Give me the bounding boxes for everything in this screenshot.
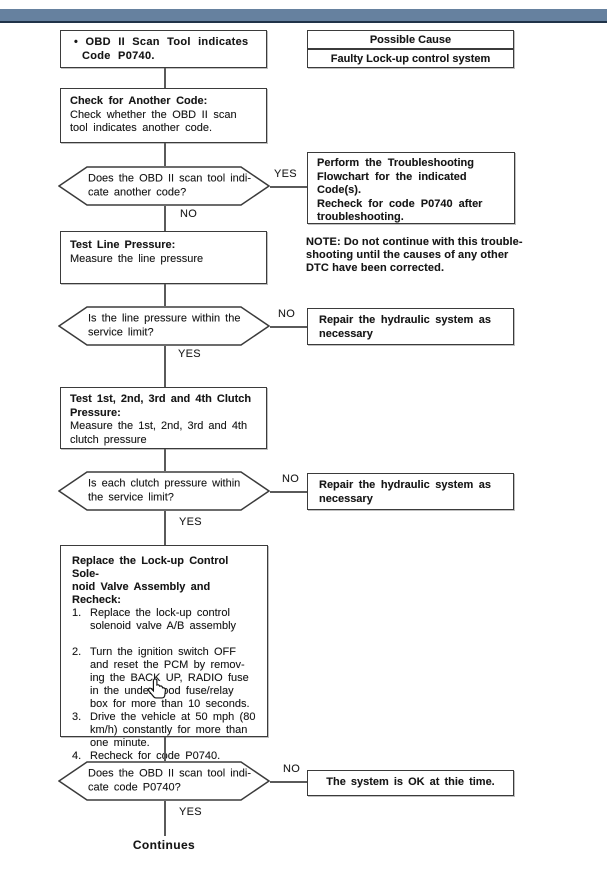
- yes-label: YES: [179, 516, 202, 528]
- decision-line-pressure-text: Is the line pressure within the service …: [88, 312, 241, 339]
- hexagon-shape: [58, 166, 270, 206]
- connector-line: [164, 346, 166, 387]
- clutch-box-body: Measure the 1st, 2nd, 3rd and 4th clutch…: [70, 420, 248, 446]
- check-box-body: Check whether the OBD II scan tool indic…: [70, 108, 237, 135]
- hexagon-shape: [58, 306, 270, 346]
- list-item-number: 2.: [72, 646, 82, 658]
- check-another-code-box: Check for Another Code: Check whether th…: [60, 88, 267, 143]
- test-line-pressure-box: Test Line Pressure: Measure the line pre…: [60, 231, 267, 284]
- start-box-obd-code: • OBD II Scan Tool indicates Code P0740.: [60, 30, 267, 68]
- connector-line: [164, 801, 166, 836]
- replace-solenoid-box: Replace the Lock-up Control Sole- noid V…: [60, 545, 268, 762]
- connector-line: [164, 737, 166, 761]
- hexagon-shape: [58, 471, 270, 511]
- system-ok-box: The system is OK at thie time.: [307, 770, 514, 796]
- list-item-text: Recheck for code P0740.: [90, 750, 221, 762]
- no-label: NO: [283, 763, 301, 775]
- connector-line: [270, 491, 307, 493]
- connector-line: [164, 68, 166, 88]
- yes-label: YES: [179, 806, 202, 818]
- possible-cause-value: Faulty Lock-up control system: [307, 49, 514, 68]
- line-pressure-body: Measure the line pressure: [70, 252, 204, 265]
- check-box-title: Check for Another Code:: [70, 95, 208, 107]
- possible-cause-header: Possible Cause: [307, 30, 514, 49]
- list-item: 1. Replace the lock-up control solenoid …: [72, 607, 259, 633]
- replace-box-title: Replace the Lock-up Control Sole- noid V…: [72, 555, 229, 606]
- start-box-line2: Code P0740.: [82, 49, 155, 62]
- repair-hydraulic-box-1: Repair the hydraulic system as necessary: [307, 308, 514, 345]
- decision-clutch-pressure: Is each clutch pressure within the servi…: [58, 471, 270, 511]
- no-label: NO: [180, 208, 198, 220]
- note-text: NOTE: Do not continue with this trouble-…: [306, 236, 523, 274]
- decision-code-p0740: Does the OBD II scan tool indi- cate cod…: [58, 761, 270, 801]
- list-item: 3. Drive the vehicle at 50 mph (80 km/h)…: [72, 711, 259, 750]
- list-item-text: Replace the lock-up control solenoid val…: [90, 607, 237, 632]
- list-item-number: 3.: [72, 711, 82, 723]
- decision-line-pressure: Is the line pressure within the service …: [58, 306, 270, 346]
- connector-line: [164, 449, 166, 471]
- yes-label: YES: [178, 348, 201, 360]
- connector-line: [270, 186, 307, 188]
- list-item-number: 4.: [72, 750, 82, 762]
- list-item-number: 1.: [72, 607, 82, 619]
- start-box-line1: • OBD II Scan Tool indicates: [74, 36, 249, 48]
- continues-label: Continues: [132, 838, 196, 852]
- page-header-bar: [0, 9, 607, 23]
- list-item: 2. Turn the ignition switch OFF and rese…: [72, 646, 259, 711]
- list-item-text: Drive the vehicle at 50 mph (80 km/h) co…: [90, 711, 256, 749]
- yes-label: YES: [274, 168, 297, 180]
- hexagon-shape: [58, 761, 270, 801]
- decision-another-code-text: Does the OBD II scan tool indi- cate ano…: [88, 172, 252, 199]
- connector-line: [164, 143, 166, 166]
- connector-line: [164, 206, 166, 231]
- list-item-text: Turn the ignition switch OFF and reset t…: [90, 646, 250, 710]
- decision-clutch-pressure-text: Is each clutch pressure within the servi…: [88, 477, 241, 504]
- perform-troubleshooting-box: Perform the Troubleshooting Flowchart fo…: [307, 152, 515, 224]
- test-clutch-pressure-box: Test 1st, 2nd, 3rd and 4th Clutch Pressu…: [60, 387, 267, 449]
- connector-line: [270, 326, 307, 328]
- connector-line: [270, 781, 307, 783]
- decision-code-p0740-text: Does the OBD II scan tool indi- cate cod…: [88, 767, 252, 794]
- repair-hydraulic-box-2: Repair the hydraulic system as necessary: [307, 473, 514, 510]
- no-label: NO: [278, 308, 296, 320]
- hand-pointer-cursor: [147, 678, 167, 699]
- no-label: NO: [282, 473, 300, 485]
- decision-another-code: Does the OBD II scan tool indi- cate ano…: [58, 166, 270, 206]
- clutch-box-title: Test 1st, 2nd, 3rd and 4th Clutch Pressu…: [70, 393, 252, 419]
- connector-line: [164, 511, 166, 545]
- line-pressure-title: Test Line Pressure:: [70, 239, 176, 251]
- list-item: 4. Recheck for code P0740.: [72, 750, 259, 763]
- connector-line: [164, 284, 166, 306]
